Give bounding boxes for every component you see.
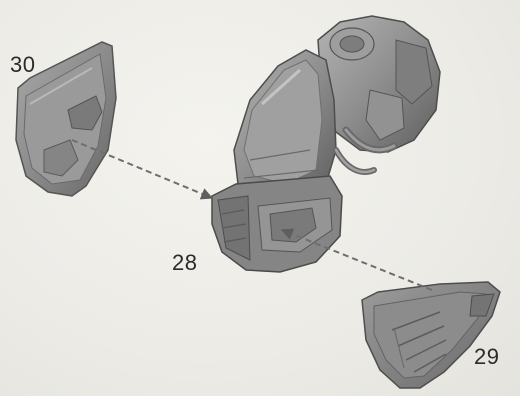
part-29-side-plate [362, 282, 500, 388]
part-number-label: 30 [10, 52, 35, 78]
part-number-label: 28 [172, 250, 197, 276]
part-number-label: 29 [474, 344, 499, 370]
part-28-main-body [212, 16, 440, 272]
